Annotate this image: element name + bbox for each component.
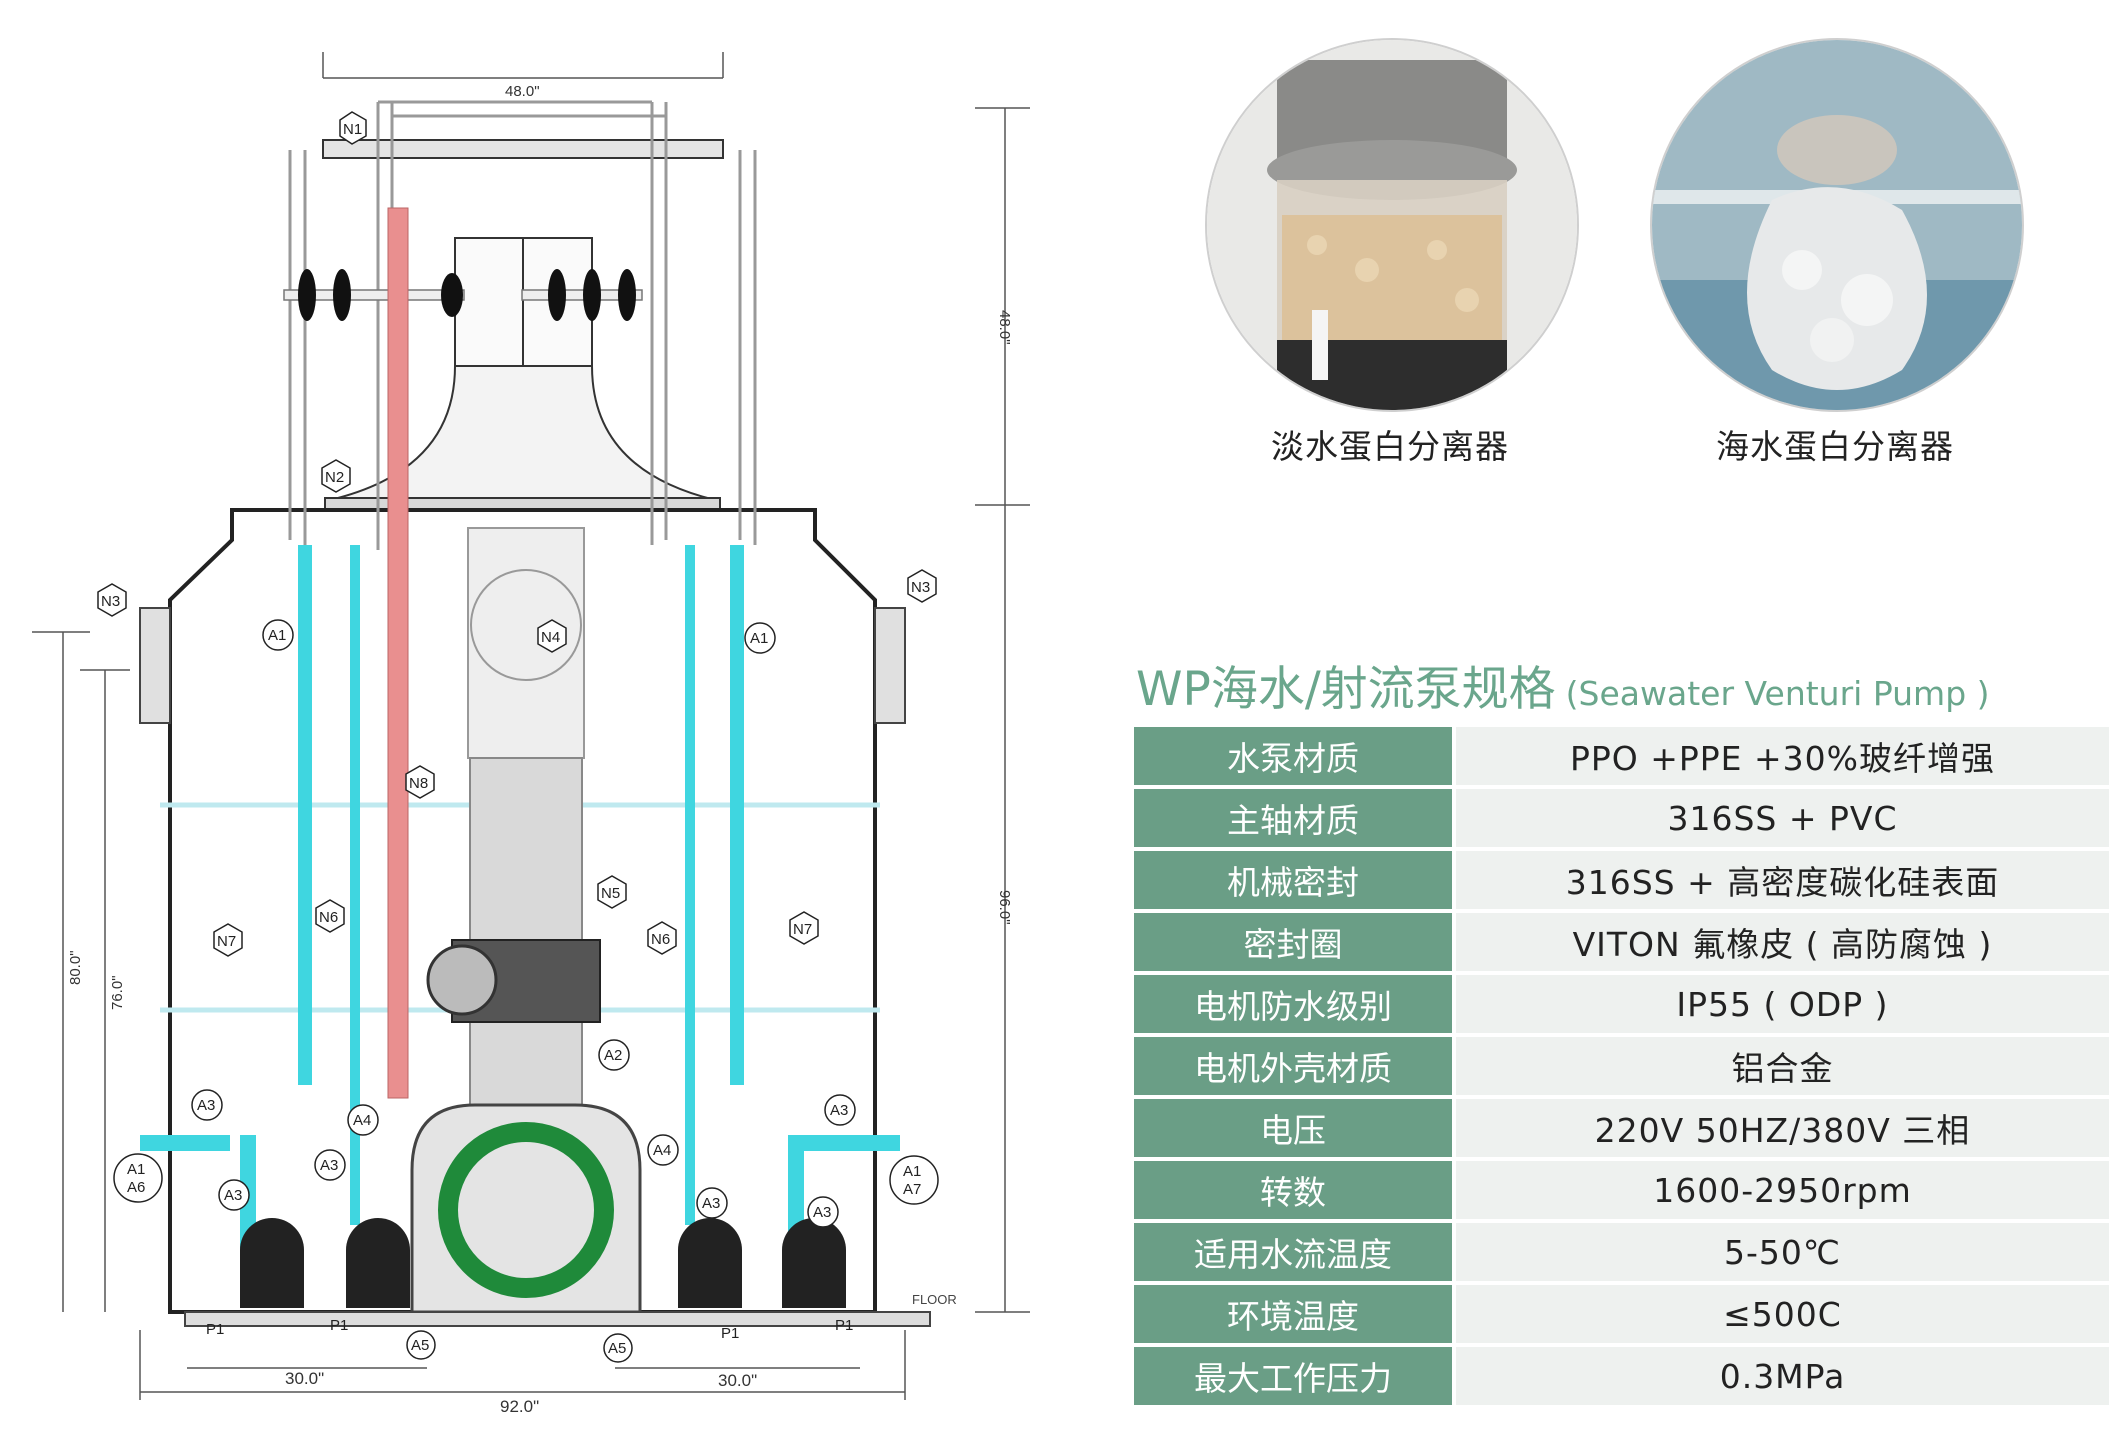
label-text: N1 N2 N3 N3 N4 N5 N6 N6 N7 N7 N8 A1 A1 A… [101,121,930,1357]
label-n4: N4 [541,629,560,646]
label-n5: N5 [601,885,620,902]
label-n6-right: N6 [651,931,670,948]
label-a1-right: A1 [750,630,768,647]
spec-key: 机械密封 [1134,851,1456,909]
label-n3-right: N3 [911,579,930,596]
freshwater-caption: 淡水蛋白分离器 [1271,427,1509,466]
seawater-caption: 海水蛋白分离器 [1716,427,1954,466]
label-n7-left: N7 [217,933,236,950]
right-dimension [975,107,1030,1313]
label-a3-2: A3 [830,1102,848,1119]
spec-value: VITON 氟橡皮 ( 高防腐蚀 ) [1456,913,2109,971]
spec-value: ≤500C [1456,1285,2109,1343]
seawater-skimmer-photo [1650,38,2024,412]
floor-label: FLOOR [912,1292,957,1307]
cross-bar-left [283,289,465,301]
freshwater-skimmer-photo [1205,38,1579,412]
label-a3-3: A3 [320,1157,338,1174]
label-a4-right: A4 [653,1142,671,1159]
motor-wheel [426,944,498,1016]
label-a3-6: A3 [813,1204,831,1221]
label-a1a6-bottom: A6 [127,1179,145,1196]
left-dimension [32,631,130,1312]
dim-bottom-left: 30.0" [285,1369,324,1388]
label-n2: N2 [325,469,344,486]
label-p1-3: P1 [721,1325,739,1342]
bottom-dimension [139,1330,906,1400]
spec-value: 0.3MPa [1456,1347,2109,1405]
label-p1-4: P1 [835,1317,853,1334]
skimmer-technical-diagram: 48.0" 48.0" 96.0" 80.0" 76.0" 30.0" 30.0… [32,52,1030,1416]
spec-key: 电机防水级别 [1134,975,1456,1033]
top-rack [322,139,724,159]
label-a2: A2 [604,1047,622,1064]
label-n3-left: N3 [101,593,120,610]
flange-ring [438,1122,614,1298]
cross-bar-right [521,289,643,301]
spec-key: 电机外壳材质 [1134,1037,1456,1095]
spec-value: 5-50℃ [1456,1223,2109,1281]
spec-key: 转数 [1134,1161,1456,1219]
spec-value: 220V 50HZ/380V 三相 [1456,1099,2109,1157]
table-row: 电机外壳材质铝合金 [1134,1037,2109,1095]
table-row: 环境温度≤500C [1134,1285,2109,1343]
label-a4-left: A4 [353,1112,371,1129]
label-n8: N8 [409,775,428,792]
spec-title: WP海水/射流泵规格(Seawater Venturi Pump ) [1136,650,1990,719]
label-n1: N1 [343,121,362,138]
label-a5-right: A5 [608,1340,626,1357]
pumps [240,1218,846,1308]
spec-value: 316SS + 高密度碳化硅表面 [1456,851,2109,909]
dim-left-76: 76.0" [109,975,126,1010]
spec-key: 主轴材质 [1134,789,1456,847]
dim-upper-height: 48.0" [996,310,1013,345]
label-a3-1: A3 [197,1097,215,1114]
spec-key: 适用水流温度 [1134,1223,1456,1281]
spec-key: 环境温度 [1134,1285,1456,1343]
part-labels [97,111,939,1363]
label-a5-left: A5 [411,1337,429,1354]
spec-value: 316SS + PVC [1456,789,2109,847]
label-p1-1: P1 [206,1321,224,1338]
spec-key: 水泵材质 [1134,727,1456,785]
spec-key: 密封圈 [1134,913,1456,971]
spec-key: 电压 [1134,1099,1456,1157]
dim-bottom-right: 30.0" [718,1371,757,1390]
label-a3-5: A3 [702,1195,720,1212]
label-a3-4: A3 [224,1187,242,1204]
label-a1-left: A1 [268,627,286,644]
spec-value: PPO +PPE +30%玻纤增强 [1456,727,2109,785]
label-n7-right: N7 [793,921,812,938]
spec-title-sub: (Seawater Venturi Pump ) [1565,674,1990,713]
spec-value: IP55 ( ODP ) [1456,975,2109,1033]
spec-title-main: WP海水/射流泵规格 [1136,662,1556,717]
cyan-pipes [140,545,900,1255]
spec-value: 铝合金 [1456,1037,2109,1095]
dim-top-width: 48.0" [505,83,540,100]
dim-left-80: 80.0" [67,950,84,985]
top-dimension [322,52,724,79]
spec-key: 最大工作压力 [1134,1347,1456,1405]
dim-total-height: 96.0" [996,890,1013,925]
label-a1a6-top: A1 [127,1161,145,1178]
spec-value: 1600-2950rpm [1456,1161,2109,1219]
label-a1a7-bottom: A7 [903,1181,921,1198]
label-n6-left: N6 [319,909,338,926]
label-p1-2: P1 [330,1317,348,1334]
dim-bottom-total: 92.0" [500,1397,539,1416]
red-pipe [387,207,409,1099]
label-a1a7-top: A1 [903,1163,921,1180]
